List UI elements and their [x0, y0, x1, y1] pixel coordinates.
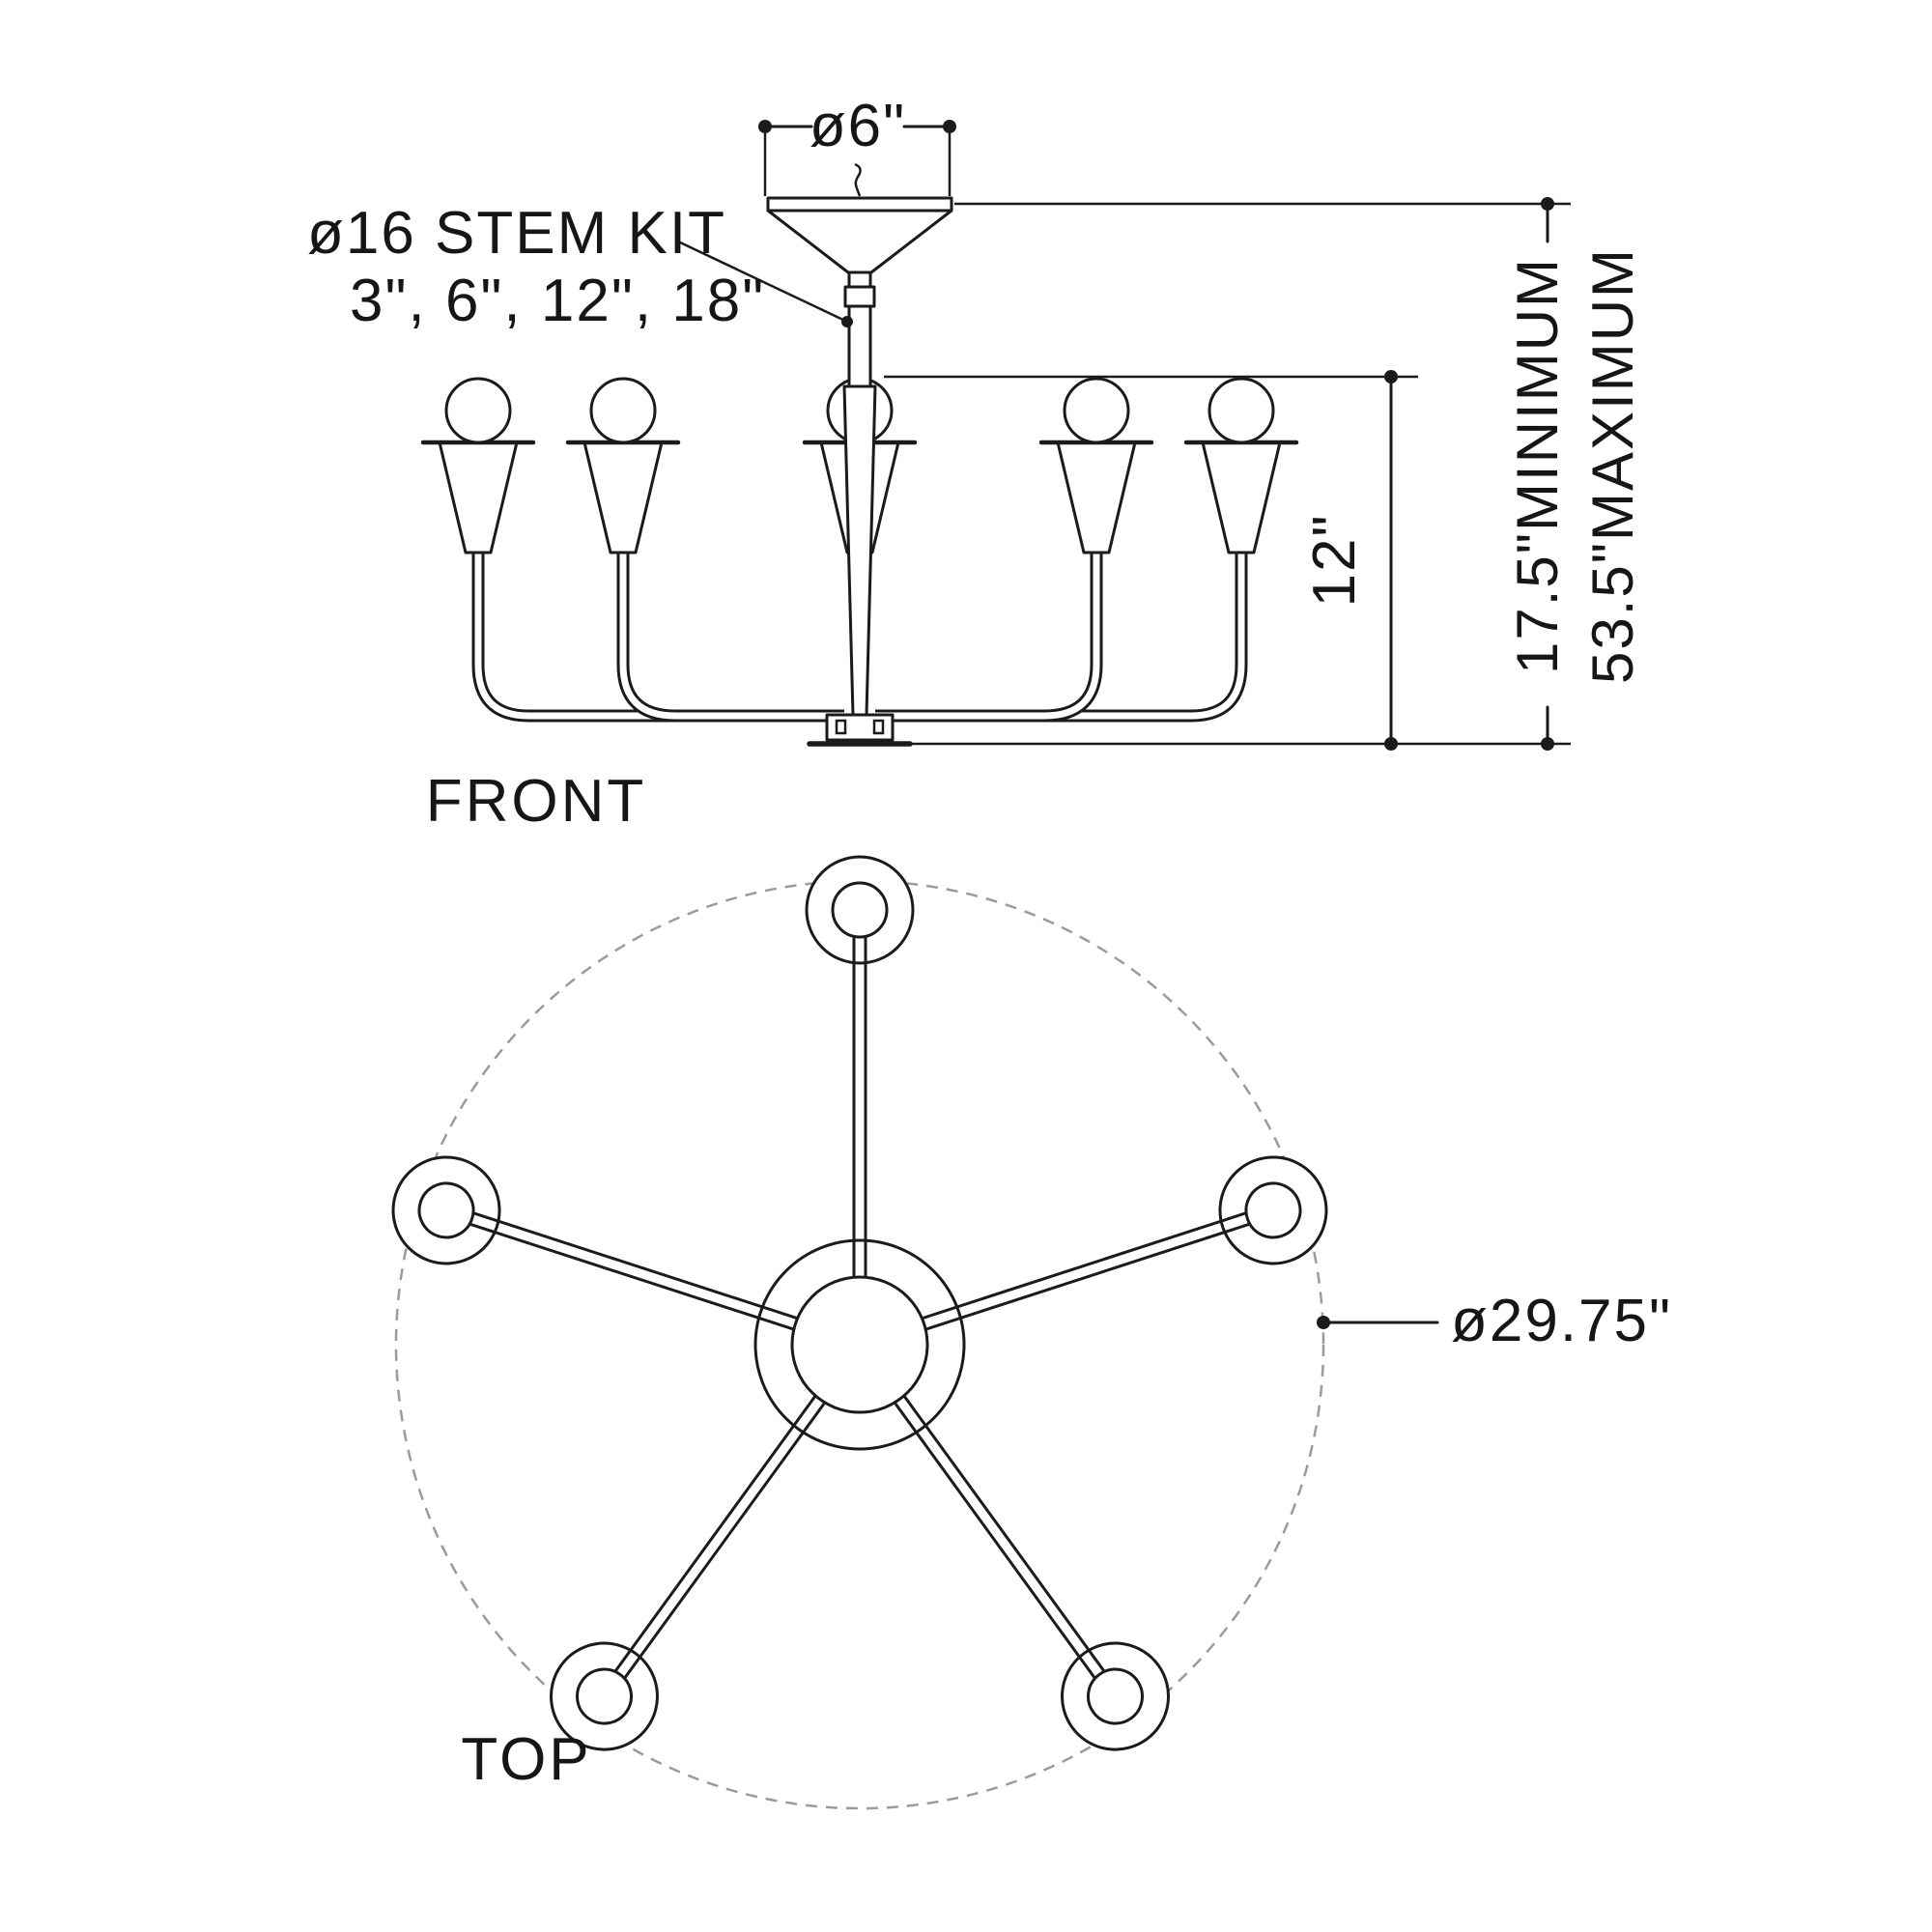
canopy-funnel [766, 209, 953, 274]
canopy-diameter-text: ø6" [810, 93, 906, 159]
fixture-outline-dashed-circle [394, 879, 1325, 1810]
arm-inner-right-core [875, 553, 1100, 720]
dim-arm-drop: 12" [1301, 370, 1398, 751]
front-view: ø6" [307, 93, 1645, 835]
shade-inner-circle [1244, 1181, 1302, 1239]
height-max-text: 53.5"MAXIMUM [1580, 247, 1645, 684]
height-min-text: 17.5"MINIMUM [1505, 257, 1570, 674]
top-arm [549, 1339, 867, 1751]
arm-outer-left-core [474, 553, 844, 720]
arm-line [448, 1204, 864, 1341]
candle-shade [420, 377, 536, 554]
shade-inner-circle [575, 1667, 633, 1725]
arm-inner-left [616, 553, 844, 723]
center-body-cone [842, 384, 877, 717]
chandelier-arms [471, 553, 1248, 723]
top-arm [856, 1155, 1328, 1352]
dim-canopy-width: ø6" [758, 93, 956, 196]
shade-cone [438, 440, 519, 554]
bulb [444, 377, 512, 444]
stem-collar [843, 285, 876, 308]
shade-inner-circle [1087, 1667, 1145, 1725]
bulb [1208, 377, 1275, 444]
bulb [589, 377, 657, 444]
top-arm [391, 1155, 864, 1352]
stem-kit-title: ø16 STEM KIT [307, 200, 726, 267]
arm-line [863, 1339, 1121, 1693]
arm-outer-left [471, 553, 844, 723]
arm-line [609, 1347, 867, 1700]
extension-lines [884, 202, 1571, 746]
dim-overall-height: 17.5"MINIMUM 53.5"MAXIMUM [1505, 197, 1645, 751]
bulb [1063, 377, 1130, 444]
stem-kit-sizes: 3", 6", 12", 18" [350, 268, 765, 334]
dimension-dot [1384, 370, 1398, 384]
shade-cone [582, 440, 664, 554]
top-view-label: TOP [461, 1726, 591, 1793]
hub-screw [872, 719, 885, 735]
shade-inner-circle [417, 1181, 475, 1239]
arm-inner-right [875, 553, 1103, 723]
candle-shade [1038, 377, 1154, 554]
hub-screw [835, 719, 847, 735]
arm-line [860, 1214, 1275, 1352]
stem-kit-callout: ø16 STEM KIT 3", 6", 12", 18" [307, 200, 848, 334]
arm-drop-text: 12" [1301, 514, 1368, 608]
arm-line [853, 1347, 1111, 1700]
shade-cone [1201, 440, 1282, 554]
shade-cone [1056, 440, 1137, 554]
hub-block [825, 713, 895, 742]
arm-line [599, 1339, 857, 1693]
fixture-diameter-text: ø29.75" [1451, 1288, 1672, 1354]
shade-inner-circle [831, 881, 889, 939]
dimension-dot [1541, 737, 1554, 751]
arm-outer-right [875, 553, 1248, 723]
candle-shade [565, 377, 681, 554]
hub-inner-circle [790, 1275, 929, 1414]
arm-outer-right-core [875, 553, 1245, 720]
leader-line [677, 240, 848, 324]
hub-outer-circle [753, 1238, 966, 1451]
arm-line [444, 1214, 860, 1352]
front-view-label: FRONT [426, 768, 647, 835]
arm-line [856, 1204, 1271, 1341]
top-view: ø29.75" TOP [391, 855, 1672, 1810]
dim-fixture-diameter: ø29.75" [1317, 1288, 1672, 1354]
dimension-dot [1384, 737, 1398, 751]
candle-shade [1183, 377, 1299, 554]
canopy-and-stem [766, 162, 953, 717]
arm-inner-left-core [619, 553, 844, 720]
canopy-plate [766, 196, 953, 213]
top-arm [853, 1339, 1171, 1751]
top-arm [805, 855, 915, 1347]
dimension-dot [1541, 197, 1554, 211]
hanging-wire-icon [854, 162, 862, 197]
bottom-hub [807, 713, 913, 747]
